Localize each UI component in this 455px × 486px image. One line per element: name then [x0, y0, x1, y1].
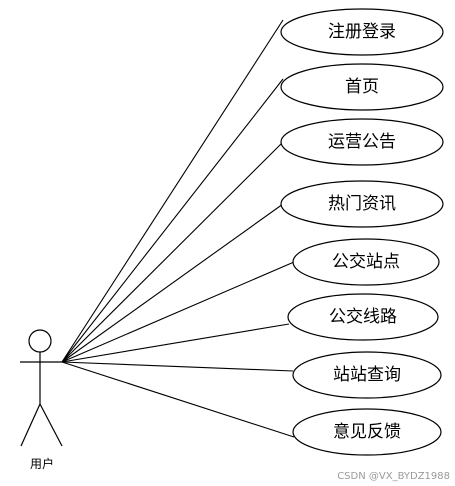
- association-line-hot-news: [61, 203, 284, 363]
- use-case-bus-stop: 公交站点: [292, 238, 440, 286]
- use-case-feedback: 意见反馈: [292, 408, 442, 456]
- association-lines: [61, 19, 295, 438]
- watermark: CSDN @VX_BYDZ1988: [337, 471, 450, 482]
- use-case-ellipse: [292, 238, 440, 286]
- association-line-bus-stop: [61, 261, 295, 363]
- association-line-announcement: [61, 141, 284, 363]
- use-case-label: 公交线路: [329, 307, 397, 327]
- actor-right-leg: [39, 403, 63, 447]
- use-case-label: 运营公告: [328, 132, 396, 152]
- association-line-home: [61, 78, 284, 363]
- use-case-label: 公交站点: [332, 252, 400, 272]
- use-case-label: 首页: [345, 77, 379, 97]
- use-case-announcement: 运营公告: [280, 118, 444, 166]
- association-line-station-query: [61, 361, 294, 372]
- use-case-ellipse: [280, 118, 444, 166]
- use-case-label: 意见反馈: [333, 422, 401, 442]
- actor-label: 用户: [30, 456, 54, 471]
- association-line-feedback: [61, 361, 295, 438]
- association-line-bus-route: [61, 323, 290, 363]
- actor-figure: [20, 329, 63, 447]
- use-case-bus-route: 公交线路: [287, 293, 439, 341]
- use-case-register-login: 注册登录: [280, 8, 444, 56]
- use-case-home: 首页: [280, 63, 444, 111]
- actor-head: [28, 329, 52, 353]
- use-case-hot-news: 热门资讯: [280, 180, 444, 228]
- use-case-ellipse: [280, 8, 444, 56]
- use-case-label: 热门资讯: [328, 194, 396, 214]
- use-case-label: 注册登录: [328, 22, 396, 42]
- use-case-ellipse: [287, 293, 439, 341]
- use-case-ellipse: [292, 408, 442, 456]
- association-line-register-login: [61, 19, 284, 363]
- use-case-station-query: 站站查询: [292, 351, 442, 399]
- use-case-label: 站站查询: [333, 365, 401, 385]
- actor-left-leg: [20, 403, 41, 447]
- use-case-ellipse: [280, 180, 444, 228]
- use-case-ellipse: [292, 351, 442, 399]
- use-case-ellipse: [280, 63, 444, 111]
